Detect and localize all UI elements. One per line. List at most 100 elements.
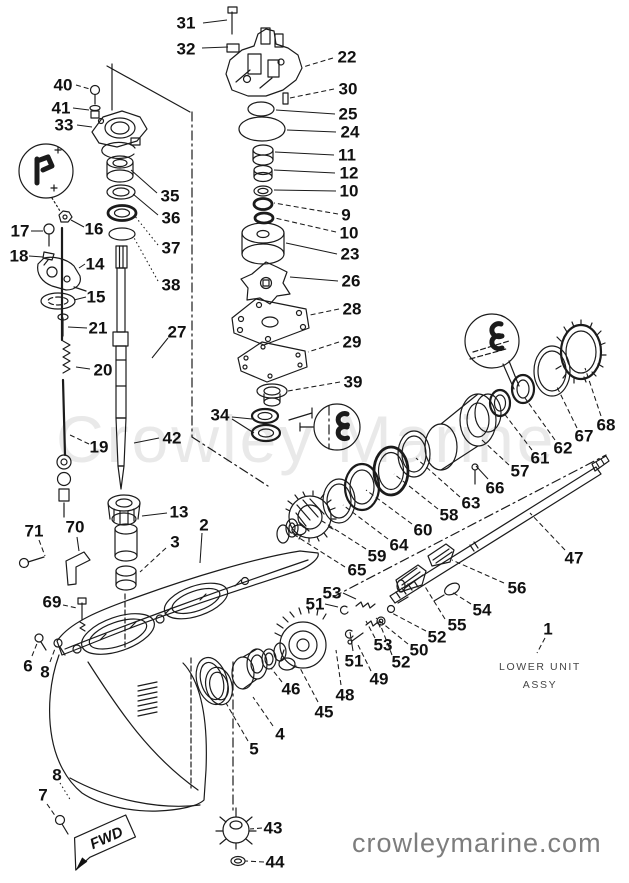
leader-line-52 (379, 623, 393, 656)
part-callout-24[interactable]: 24 (341, 123, 360, 142)
leader-line-13 (141, 512, 168, 517)
part-callout-51[interactable]: 51 (345, 652, 364, 671)
part-callout-19[interactable]: 19 (90, 438, 109, 457)
part-callout-49[interactable]: 49 (370, 670, 389, 689)
part-callout-5[interactable]: 5 (249, 740, 258, 759)
part-callout-9[interactable]: 9 (341, 206, 350, 225)
part-callout-44[interactable]: 44 (266, 853, 285, 872)
part-callout-42[interactable]: 42 (163, 429, 182, 448)
part-callout-67[interactable]: 67 (575, 427, 594, 446)
part-callout-22[interactable]: 22 (338, 48, 357, 67)
part-callout-65[interactable]: 65 (348, 561, 367, 580)
leader-line-18 (28, 255, 44, 258)
part-callout-54[interactable]: 54 (473, 601, 492, 620)
part-callout-55[interactable]: 55 (448, 616, 467, 635)
part-callout-62[interactable]: 62 (554, 439, 573, 458)
part-callout-70[interactable]: 70 (66, 518, 85, 537)
part-callout-39[interactable]: 39 (344, 373, 363, 392)
part-callout-37[interactable]: 37 (162, 239, 181, 258)
part-callout-59[interactable]: 59 (368, 547, 387, 566)
part-callout-61[interactable]: 61 (531, 449, 550, 468)
fwd-badge: FWD (73, 814, 137, 871)
part-callout-64[interactable]: 64 (390, 536, 409, 555)
part-callout-38[interactable]: 38 (162, 276, 181, 295)
detail-circle-a (18, 143, 74, 212)
part-callout-53[interactable]: 53 (374, 636, 393, 655)
leader-line-20 (75, 366, 91, 370)
pump-base-drawing (89, 84, 148, 241)
leader-line-26 (289, 276, 339, 282)
part-callout-48[interactable]: 48 (336, 686, 355, 705)
part-callout-43[interactable]: 43 (264, 819, 283, 838)
part-callout-71[interactable]: 71 (25, 522, 44, 541)
part-callout-27[interactable]: 27 (168, 323, 187, 342)
part-callout-12[interactable]: 12 (340, 164, 359, 183)
leader-line-52 (389, 611, 427, 632)
part-callout-40[interactable]: 40 (54, 76, 73, 95)
part-callout-16[interactable]: 16 (85, 220, 104, 239)
part-callout-23[interactable]: 23 (341, 245, 360, 264)
part-callout-45[interactable]: 45 (315, 703, 334, 722)
part-callout-52[interactable]: 52 (428, 628, 447, 647)
guide-lines (106, 63, 607, 813)
part-callout-14[interactable]: 14 (86, 255, 105, 274)
part-callout-8[interactable]: 8 (40, 663, 49, 682)
part-callout-10[interactable]: 10 (340, 182, 359, 201)
leader-line-64 (342, 504, 389, 540)
leader-line-62 (524, 397, 556, 441)
part-callout-57[interactable]: 57 (511, 462, 530, 481)
part-callout-2[interactable]: 2 (199, 516, 208, 535)
plates-gaskets-drawing (231, 298, 313, 443)
part-callout-21[interactable]: 21 (89, 319, 108, 338)
part-callout-8[interactable]: 8 (52, 766, 61, 785)
leader-line-41 (72, 107, 90, 111)
part-callout-25[interactable]: 25 (339, 105, 358, 124)
part-callout-15[interactable]: 15 (87, 288, 106, 307)
part-callout-6[interactable]: 6 (23, 657, 32, 676)
part-callout-69[interactable]: 69 (43, 593, 62, 612)
leader-line-9 (273, 202, 339, 215)
anode-drawing (215, 807, 257, 867)
leader-line-8 (49, 645, 57, 663)
part-callout-17[interactable]: 17 (11, 222, 30, 241)
part-callout-29[interactable]: 29 (343, 333, 362, 352)
part-callout-4[interactable]: 4 (275, 725, 285, 744)
leader-line-65 (292, 533, 346, 568)
part-callout-35[interactable]: 35 (161, 187, 180, 206)
part-callout-31[interactable]: 31 (177, 14, 196, 33)
part-callout-18[interactable]: 18 (10, 247, 29, 266)
part-callout-52[interactable]: 52 (392, 653, 411, 672)
part-callout-56[interactable]: 56 (508, 579, 527, 598)
part-callout-33[interactable]: 33 (55, 116, 74, 135)
part-callout-60[interactable]: 60 (414, 521, 433, 540)
part-callout-32[interactable]: 32 (177, 40, 196, 59)
part-callout-41[interactable]: 41 (52, 99, 71, 118)
part-callout-13[interactable]: 13 (170, 503, 189, 522)
part-callout-28[interactable]: 28 (343, 300, 362, 319)
part-callout-51[interactable]: 51 (306, 595, 325, 614)
part-callout-7[interactable]: 7 (38, 786, 47, 805)
part-callout-3[interactable]: 3 (170, 533, 179, 552)
part-callout-11[interactable]: 11 (338, 146, 356, 165)
part-callout-50[interactable]: 50 (410, 641, 429, 660)
leader-line-34 (231, 416, 253, 420)
part-callout-53[interactable]: 53 (323, 584, 342, 603)
part-callout-36[interactable]: 36 (162, 209, 181, 228)
part-callout-34[interactable]: 34 (211, 406, 230, 425)
part-callout-63[interactable]: 63 (462, 494, 481, 513)
leader-line-53 (365, 620, 376, 639)
part-callout-66[interactable]: 66 (486, 479, 505, 498)
part-callout-10[interactable]: 10 (340, 224, 359, 243)
part-callout-47[interactable]: 47 (565, 549, 584, 568)
part-callout-26[interactable]: 26 (342, 272, 361, 291)
part-callout-68[interactable]: 68 (597, 416, 616, 435)
leader-line-11 (274, 151, 335, 156)
part-callout-30[interactable]: 30 (339, 80, 358, 99)
leader-line-12 (273, 169, 336, 174)
part-callout-58[interactable]: 58 (440, 506, 459, 525)
part-callout-46[interactable]: 46 (282, 680, 301, 699)
part-callout-1[interactable]: 1 (543, 620, 552, 639)
part-callout-20[interactable]: 20 (94, 361, 113, 380)
bearing-carrier-drawing (204, 606, 327, 706)
